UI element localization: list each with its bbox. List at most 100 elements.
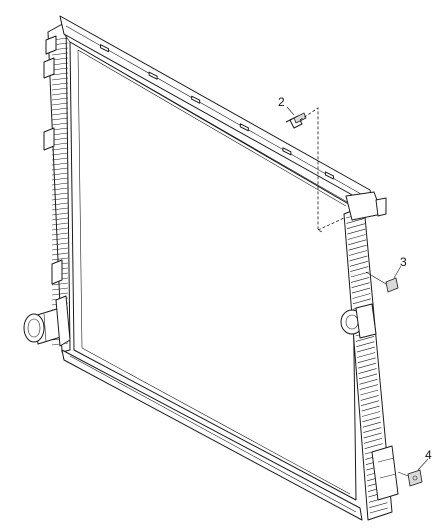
rib-line [358,368,377,374]
rib-line [51,217,69,221]
rib-line [359,384,378,390]
rib-line [347,228,366,235]
rib-line [346,218,365,224]
rib-line [369,502,388,508]
callout-label-2: 2 [278,95,285,109]
part-3-rubber-pad [365,271,399,293]
rib-line [363,427,382,433]
rib-line [51,282,69,286]
rib-line [51,102,69,106]
left-mount-tab-2 [43,57,55,79]
top-slot [324,171,334,180]
rib-line [51,197,69,201]
rib-line [346,223,365,229]
left-coolant-outlet [23,295,71,347]
rib-line [51,62,69,66]
leader-2 [286,106,295,116]
rib-line [51,92,69,96]
rib-line [51,242,69,246]
rib-line [51,247,69,251]
rib-line [51,237,69,241]
rib-line [361,400,380,406]
rib-line [51,87,69,91]
callout-label-4: 4 [425,448,432,462]
rib-line [361,405,380,412]
rib-line [355,336,374,342]
rib-line [351,287,371,294]
top-slot [239,123,249,132]
rib-line [51,207,69,211]
rib-line [350,271,369,278]
leader-3 [393,265,402,279]
rib-line [51,172,69,176]
rib-line [51,107,69,111]
bottom-rail [61,349,363,521]
top-slot [99,44,109,53]
rib-line [349,255,368,262]
rib-line [364,438,383,444]
rib-line [51,127,69,131]
rib-line [51,232,69,236]
rib-line [362,416,381,423]
rib-line [360,395,379,401]
rib-line [51,192,69,196]
rib-line [51,202,69,206]
rib-line [51,82,69,86]
rib-line [51,252,69,256]
rib-line [362,421,381,428]
rib-line [358,373,378,380]
rib-line [347,234,366,240]
rib-line [51,257,69,261]
rib-line [51,52,69,56]
rib-line [51,152,69,156]
rib-line [51,67,69,71]
rib-line [51,132,69,136]
left-side-tank [43,21,71,353]
rib-line [51,137,69,141]
rib-line [363,432,382,439]
rib-line [352,298,371,305]
top-slot [148,71,158,80]
upper-right-bracket-tab [375,197,387,217]
rib-line [356,341,375,347]
rib-line [348,250,368,256]
leader-4 [417,458,429,471]
rib-line [350,266,369,272]
rib-line [51,122,69,126]
rib-line [349,261,368,267]
top-bar-slots [99,44,334,180]
rib-line [51,112,69,116]
rib-line [51,177,69,181]
rib-line [51,182,69,186]
rib-line [51,227,69,231]
rib-line [51,97,69,101]
lower-right-bracket [371,445,399,501]
rib-line [51,292,69,296]
rib-line [352,293,371,299]
rib-line [348,239,367,246]
rib-line [348,244,367,251]
rib-line [356,346,375,353]
rib-line [51,212,69,216]
rib-line [358,362,377,369]
rib-line [361,411,381,417]
left-mount-tab-upper [45,35,57,55]
rib-line [357,352,376,358]
rib-line [351,277,370,283]
rib-line [51,77,69,81]
left-mount-tab-3 [43,127,55,151]
rib-line [51,162,69,166]
top-slot [282,147,292,156]
rib-line [359,379,378,385]
callout-label-3: 3 [400,255,407,269]
left-mount-tab-4 [51,259,63,285]
rib-line [51,142,69,146]
rib-line [351,282,370,288]
top-slot [191,95,201,104]
rib-line [51,187,69,191]
rib-line [51,287,69,291]
rib-line [357,357,376,364]
rib-line [51,147,69,151]
rib-line [51,167,69,171]
